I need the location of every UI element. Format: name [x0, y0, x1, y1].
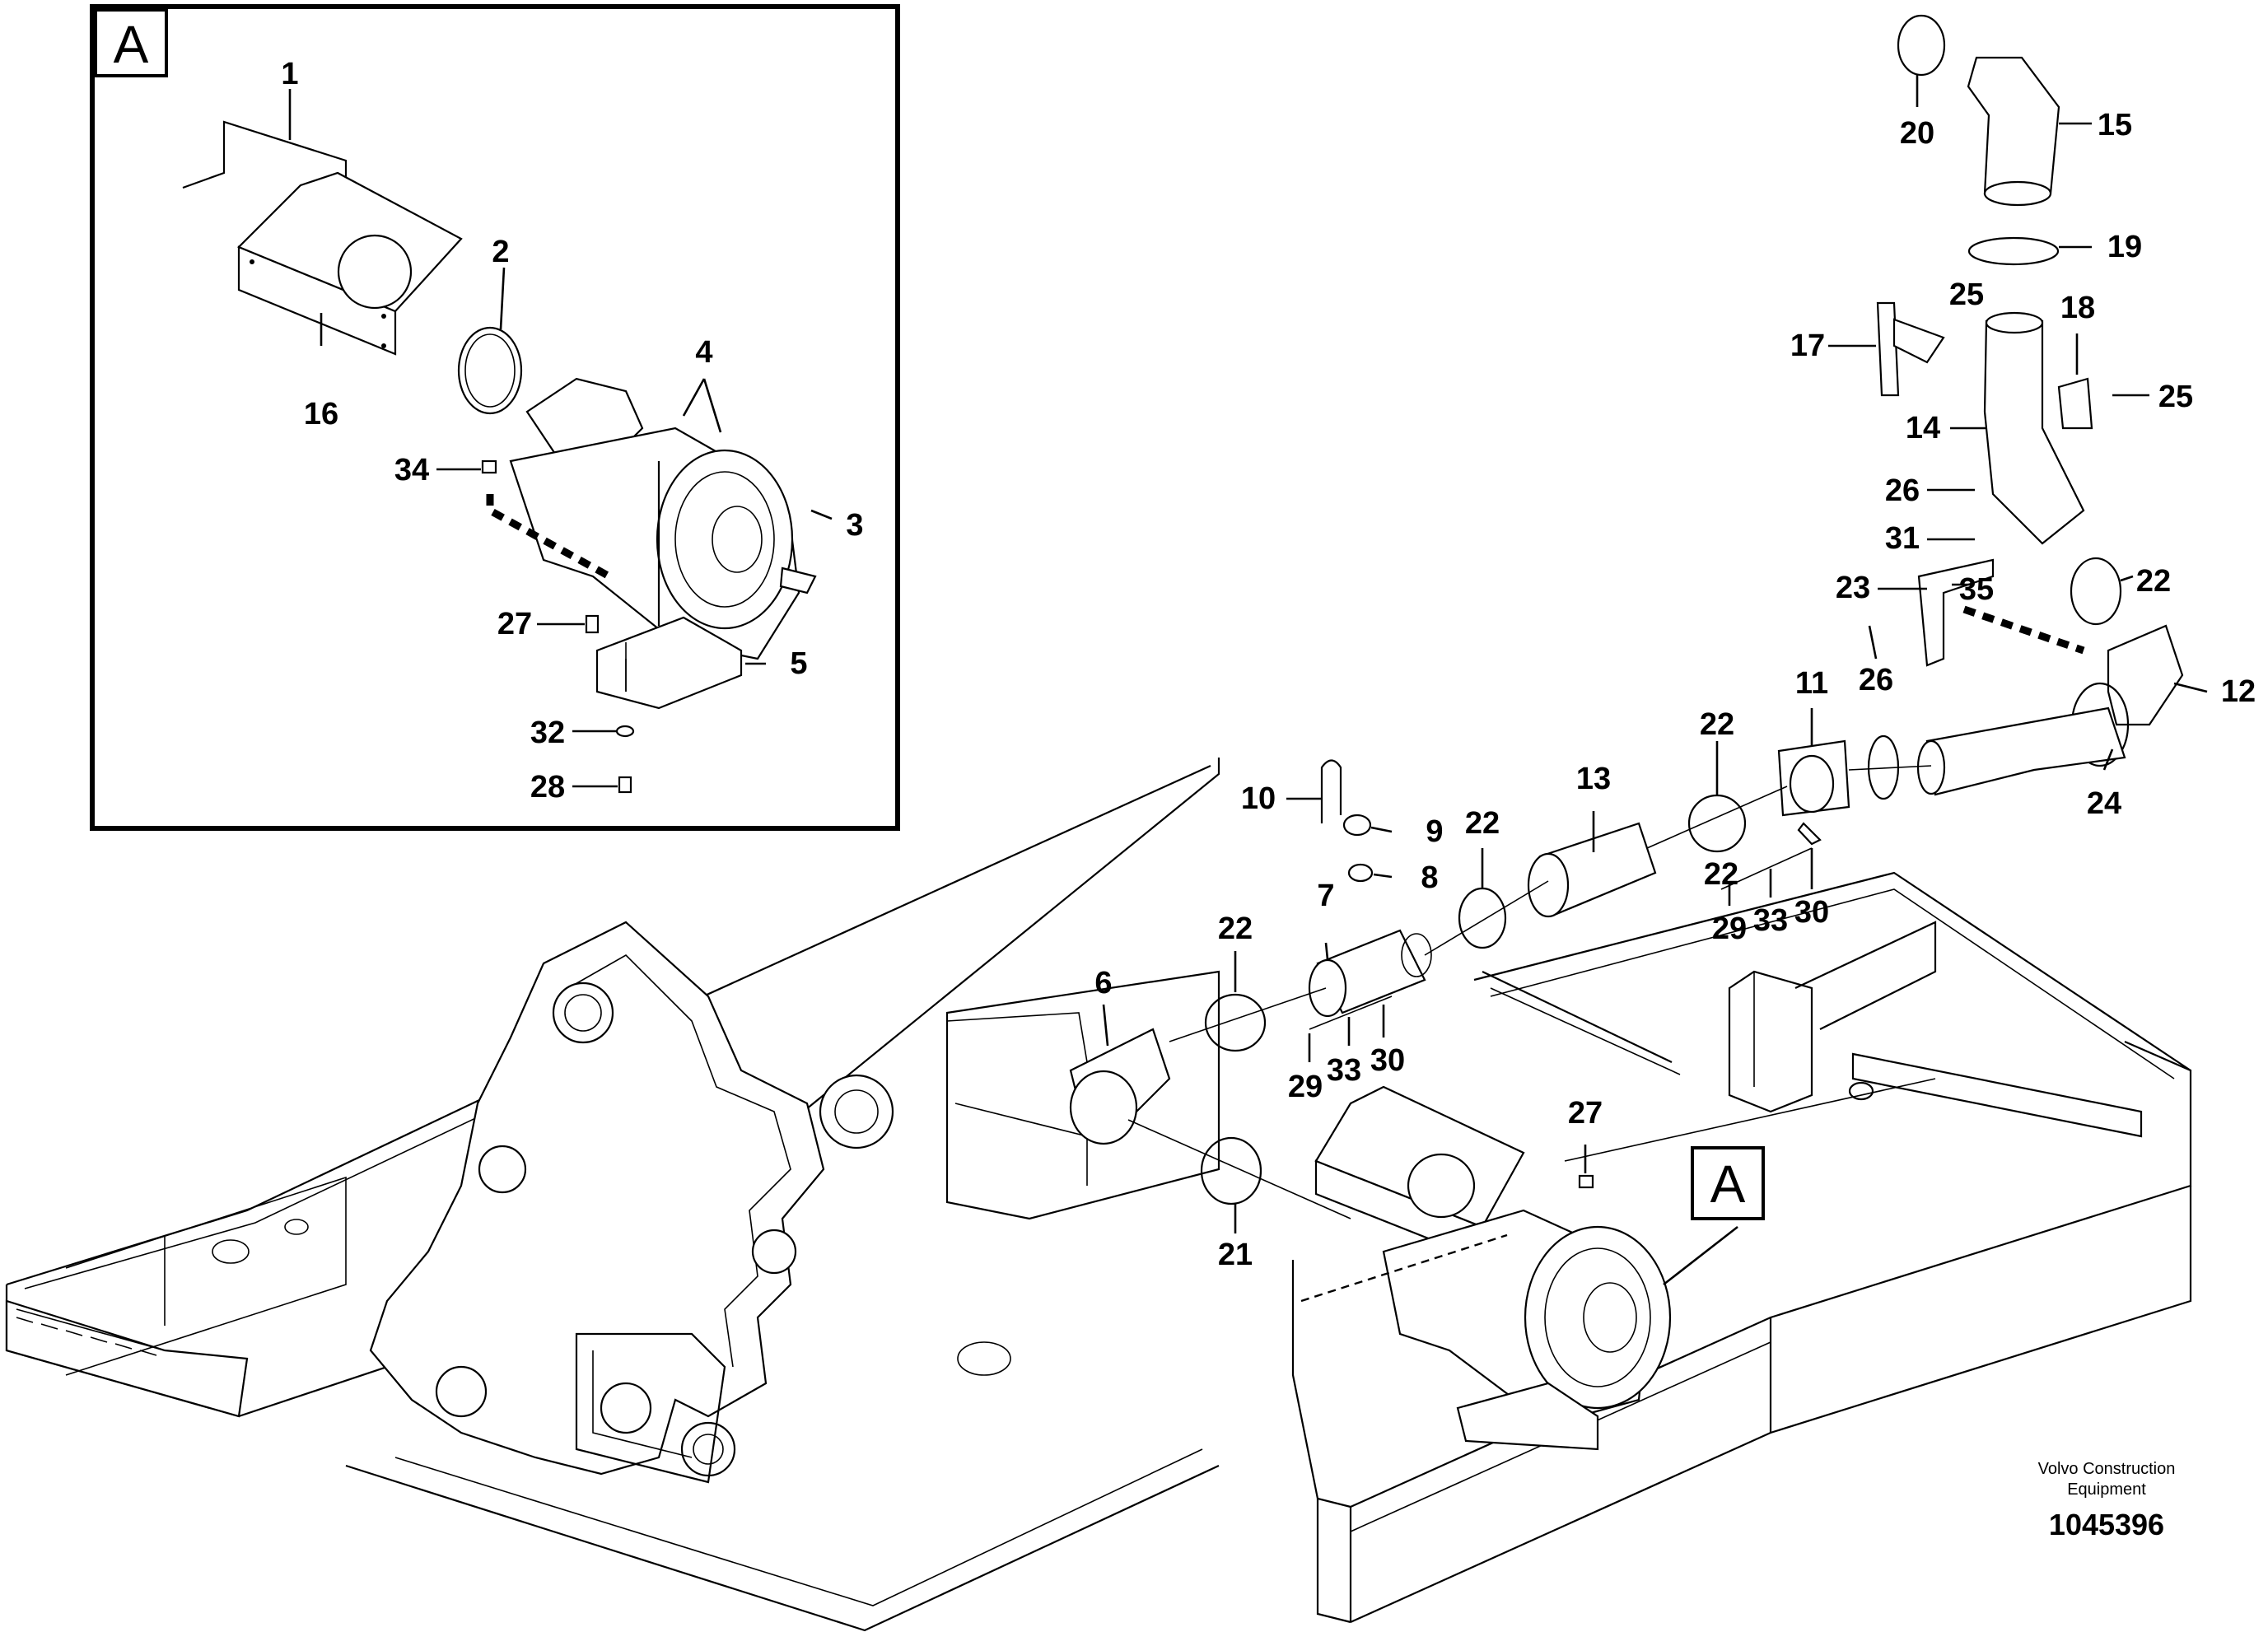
detail-view-a: A: [90, 4, 900, 831]
main-callout: 12: [2221, 674, 2256, 709]
main-callout: 29: [1712, 912, 1747, 946]
detail-callout: 2: [492, 235, 509, 269]
main-callout: 35: [1959, 572, 1994, 607]
main-callout: 33: [1327, 1053, 1361, 1088]
main-callout: 7: [1317, 879, 1334, 913]
main-callout: 31: [1885, 521, 1920, 556]
main-callout: 21: [1218, 1238, 1253, 1272]
upper-frame-line-art: [5, 758, 2192, 1632]
credit-line-1: Volvo Construction: [2038, 1460, 2176, 1478]
main-callout: 8: [1421, 860, 1438, 895]
detail-tag-box: [94, 8, 168, 77]
main-intake-assembly: A: [1069, 14, 2184, 1451]
main-callout: 22: [1465, 806, 1500, 841]
main-callout: 15: [2098, 108, 2132, 142]
main-callout: 24: [2087, 786, 2121, 821]
main-callout: 13: [1576, 762, 1611, 796]
reference-number: 1045396: [2049, 1508, 2164, 1541]
main-callout: 30: [1794, 895, 1829, 930]
main-callout: 22: [1218, 912, 1253, 946]
main-callout: 29: [1288, 1070, 1323, 1104]
detail-callout: 16: [304, 397, 338, 431]
main-callout: 11: [1795, 666, 1828, 701]
main-callout: 22: [1700, 707, 1734, 742]
detail-callout: 1: [281, 57, 298, 91]
main-callout: 17: [1790, 329, 1825, 363]
main-tag-label: A: [1710, 1154, 1746, 1214]
main-callout: 22: [2136, 564, 2171, 599]
detail-callout: 4: [695, 335, 712, 370]
detail-callout: 32: [530, 716, 565, 750]
credit-block: Volvo Construction Equipment 1045396: [2038, 1460, 2176, 1541]
main-callout: 23: [1836, 571, 1870, 605]
main-callout: 30: [1370, 1043, 1405, 1078]
main-tag-box: [1691, 1146, 1765, 1220]
main-callout: 26: [1885, 473, 1920, 508]
main-callout: 27: [1568, 1096, 1603, 1131]
detail-callout: 34: [394, 453, 429, 487]
detail-callout: 5: [790, 646, 807, 681]
detail-callout: 27: [497, 607, 532, 641]
main-callout: 18: [2060, 291, 2095, 325]
callout-leaders: [288, 74, 2208, 1233]
main-callout: 6: [1094, 966, 1112, 1000]
main-callout: 20: [1900, 116, 1934, 151]
main-callout: 26: [1859, 663, 1893, 697]
main-callouts: 20 15 19 25 17 18 25 14 26 31 23 35 22 1…: [1094, 108, 2256, 1272]
main-callout: 10: [1241, 781, 1276, 816]
main-callout: 14: [1906, 411, 1940, 445]
main-callout: 25: [1949, 277, 1984, 312]
detail-callouts: 1 2 4 16 34 3 27 5 32 28: [281, 57, 863, 804]
main-callout: 19: [2107, 230, 2142, 264]
main-callout: 9: [1426, 814, 1443, 849]
detail-callout: 3: [846, 508, 863, 543]
main-callout: 22: [1704, 857, 1738, 892]
main-callout: 25: [2158, 380, 2193, 414]
detail-tag-label: A: [114, 15, 149, 74]
main-callout: 33: [1753, 903, 1788, 938]
credit-line-2: Equipment: [2067, 1480, 2146, 1499]
detail-callout: 28: [530, 770, 565, 804]
